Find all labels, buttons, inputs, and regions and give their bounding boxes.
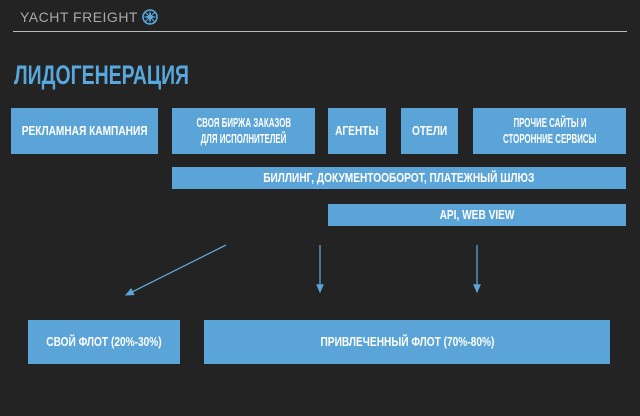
hired-fleet: ПРИВЛЕЧЕННЫЙ ФЛОТ (70%-80%) [204, 320, 610, 364]
brand-name: YACHT FREIGHT [20, 9, 138, 25]
api-layer: API, WEB VIEW [328, 204, 626, 226]
brand: YACHT FREIGHT [20, 9, 158, 25]
source-ad-campaign: РЕКЛАМНАЯ КАМПАНИЯ [11, 108, 158, 154]
billing-layer: БИЛЛИНГ, ДОКУМЕНТООБОРОТ, ПЛАТЕЖНЫЙ ШЛЮЗ [172, 167, 626, 189]
compass-rose-icon [142, 9, 158, 25]
header-divider [13, 31, 627, 32]
source-agents: АГЕНТЫ [328, 108, 386, 154]
own-fleet: СВОЙ ФЛОТ (20%-30%) [28, 320, 180, 364]
source-hotels: ОТЕЛИ [401, 108, 458, 154]
arrow-to-own-fleet [124, 244, 227, 296]
slide-title: ЛИДОГЕНЕРАЦИЯ [14, 60, 190, 90]
